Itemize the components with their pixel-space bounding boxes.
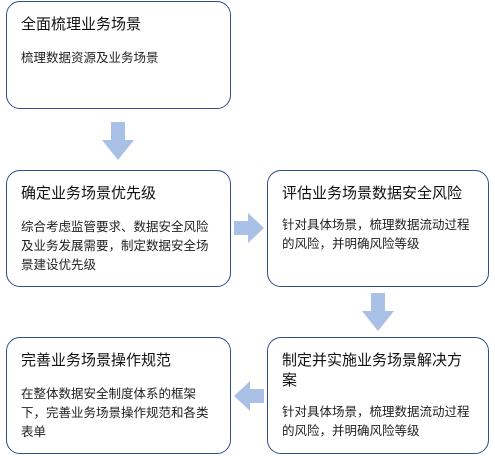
arrow-down-icon (362, 293, 394, 331)
step-box-3: 评估业务场景数据安全风险 针对具体场景，梳理数据流动过程的风险，并明确风险等级 (267, 170, 489, 287)
step-title-2: 确定业务场景优先级 (21, 184, 157, 202)
step-desc-5: 在整体数据安全制度体系的框架下，完善业务场景操作规范和各类表单 (21, 386, 209, 439)
step-desc-4: 针对具体场景，梳理数据流动过程的风险，并明确风险等级 (282, 404, 470, 438)
step-title-5: 完善业务场景操作规范 (21, 351, 172, 369)
step-box-5: 完善业务场景操作规范 在整体数据安全制度体系的框架下，完善业务场景操作规范和各类… (6, 337, 231, 454)
step-desc-3: 针对具体场景，梳理数据流动过程的风险，并明确风险等级 (282, 217, 470, 251)
step-box-4: 制定并实施业务场景解决方案 针对具体场景，梳理数据流动过程的风险，并明确风险等级 (267, 337, 489, 454)
step-title-1: 全面梳理业务场景 (21, 15, 142, 33)
arrow-right-icon (234, 213, 264, 243)
step-title-4: 制定并实施业务场景解决方案 (282, 351, 463, 389)
step-title-3: 评估业务场景数据安全风险 (282, 184, 463, 202)
arrow-left-icon (234, 381, 264, 411)
step-desc-2: 综合考虑监管要求、数据安全风险及业务发展需要，制定数据安全场景建设优先级 (21, 219, 209, 272)
step-box-2: 确定业务场景优先级 综合考虑监管要求、数据安全风险及业务发展需要，制定数据安全场… (6, 170, 231, 287)
arrow-down-icon (102, 122, 134, 160)
step-box-1: 全面梳理业务场景 梳理数据资源及业务场景 (6, 1, 231, 109)
step-desc-1: 梳理数据资源及业务场景 (21, 50, 159, 65)
